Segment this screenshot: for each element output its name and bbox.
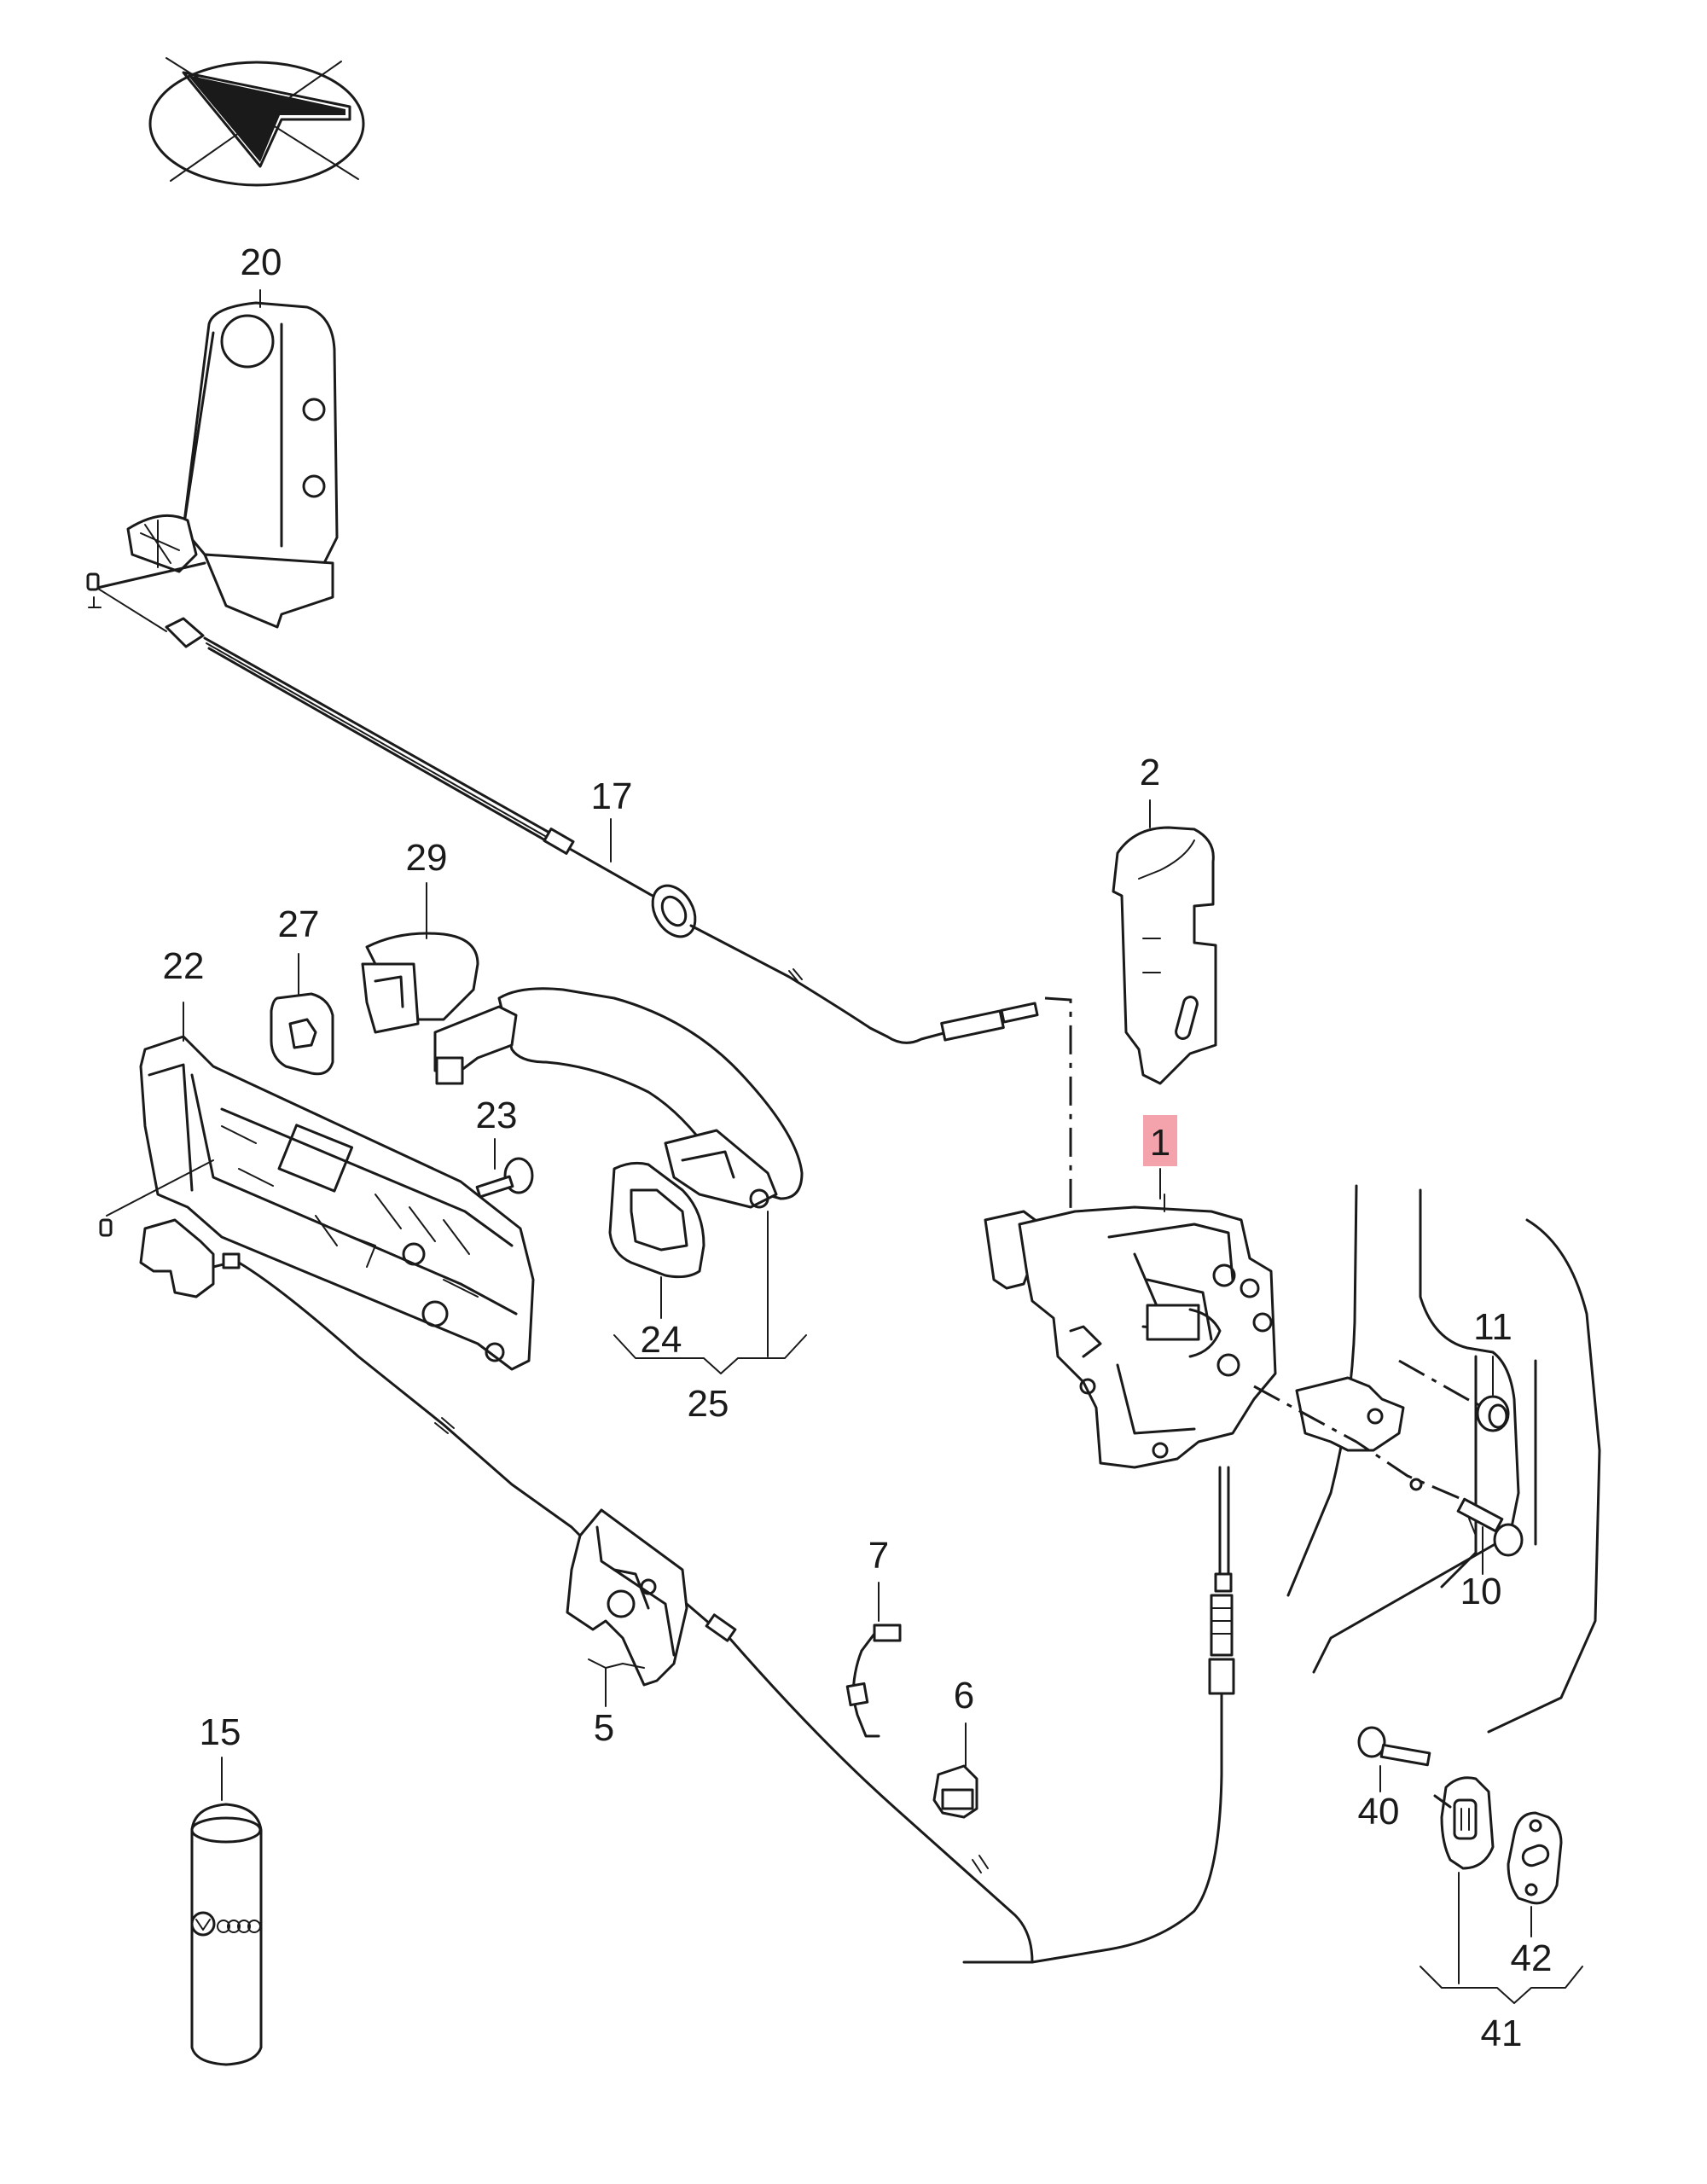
callout-label-20: 20 bbox=[241, 241, 282, 283]
part-5-cable-bracket bbox=[566, 1508, 1034, 1964]
callout-2: 2 bbox=[1140, 752, 1160, 793]
callout-label-1: 1 bbox=[1150, 1122, 1170, 1164]
callout-20: 20 bbox=[241, 241, 282, 283]
callout-10: 10 bbox=[1460, 1571, 1502, 1612]
callout-25: 25 bbox=[688, 1383, 729, 1425]
part-27-cap bbox=[270, 953, 334, 1076]
callout-29: 29 bbox=[406, 837, 448, 879]
part-22-handle-carrier bbox=[139, 1002, 535, 1371]
lower-cable bbox=[139, 1218, 616, 1571]
callout-40: 40 bbox=[1358, 1791, 1400, 1833]
door-body-outline bbox=[1253, 1184, 1601, 1734]
callout-label-29: 29 bbox=[406, 837, 448, 879]
part-2-lock-cover bbox=[1112, 799, 1217, 1085]
callout-1: 1 bbox=[1143, 1115, 1177, 1199]
part-20-lock-housing bbox=[92, 289, 339, 629]
callout-label-11: 11 bbox=[1473, 1306, 1512, 1348]
bracket-41 bbox=[1420, 1966, 1583, 2004]
callout-23: 23 bbox=[476, 1095, 518, 1136]
callout-17: 17 bbox=[591, 775, 633, 863]
callout-label-27: 27 bbox=[278, 903, 320, 945]
callout-24: 24 bbox=[641, 1319, 682, 1361]
part-17-cable bbox=[165, 617, 1039, 1044]
part-41-striker bbox=[1433, 1776, 1495, 1984]
callout-label-17: 17 bbox=[591, 775, 633, 817]
pin-top-left bbox=[86, 572, 167, 632]
callout-label-15: 15 bbox=[200, 1711, 241, 1753]
part-15-spray-can bbox=[190, 1757, 263, 2066]
callout-label-7: 7 bbox=[868, 1535, 889, 1577]
part-1-door-lock bbox=[984, 1194, 1277, 1469]
callout-label-6: 6 bbox=[954, 1675, 974, 1716]
callout-5: 5 bbox=[594, 1667, 614, 1749]
callout-label-10: 10 bbox=[1460, 1571, 1502, 1612]
lock-release-cable bbox=[1031, 1466, 1235, 1964]
callout-label-25: 25 bbox=[688, 1383, 729, 1425]
callout-label-41: 41 bbox=[1481, 2013, 1523, 2054]
callout-label-5: 5 bbox=[594, 1707, 614, 1749]
part-40-bolt bbox=[1357, 1726, 1431, 1792]
orientation-symbol-icon bbox=[148, 57, 365, 187]
door-handle bbox=[433, 987, 804, 1209]
callout-label-23: 23 bbox=[476, 1095, 518, 1136]
callout-6: 6 bbox=[954, 1675, 974, 1716]
callout-27: 27 bbox=[278, 903, 320, 945]
callout-42: 42 bbox=[1511, 1937, 1553, 1979]
part-42-shim bbox=[1507, 1811, 1563, 1937]
part-7-wire-clip bbox=[845, 1582, 902, 1738]
part-6-cable-clip bbox=[932, 1722, 978, 1819]
callout-label-24: 24 bbox=[641, 1319, 682, 1361]
callout-label-40: 40 bbox=[1358, 1791, 1400, 1833]
callout-label-42: 42 bbox=[1511, 1937, 1553, 1979]
callout-label-2: 2 bbox=[1140, 752, 1160, 793]
callout-41: 41 bbox=[1481, 2013, 1523, 2054]
part-24-seal bbox=[608, 1161, 705, 1319]
part-29-handle-cap bbox=[361, 882, 479, 1034]
callout-11: 11 bbox=[1473, 1306, 1512, 1348]
part-11-plug bbox=[1398, 1356, 1510, 1432]
bracket-25 bbox=[613, 1211, 807, 1374]
pin-left bbox=[99, 1159, 214, 1237]
callout-22: 22 bbox=[163, 945, 205, 987]
callout-15: 15 bbox=[200, 1711, 241, 1753]
part-23-screw bbox=[475, 1138, 534, 1199]
highlight-marker bbox=[1143, 1115, 1177, 1166]
part-10-bolt bbox=[1409, 1478, 1524, 1575]
callout-label-22: 22 bbox=[163, 945, 205, 987]
callout-7: 7 bbox=[868, 1535, 889, 1577]
